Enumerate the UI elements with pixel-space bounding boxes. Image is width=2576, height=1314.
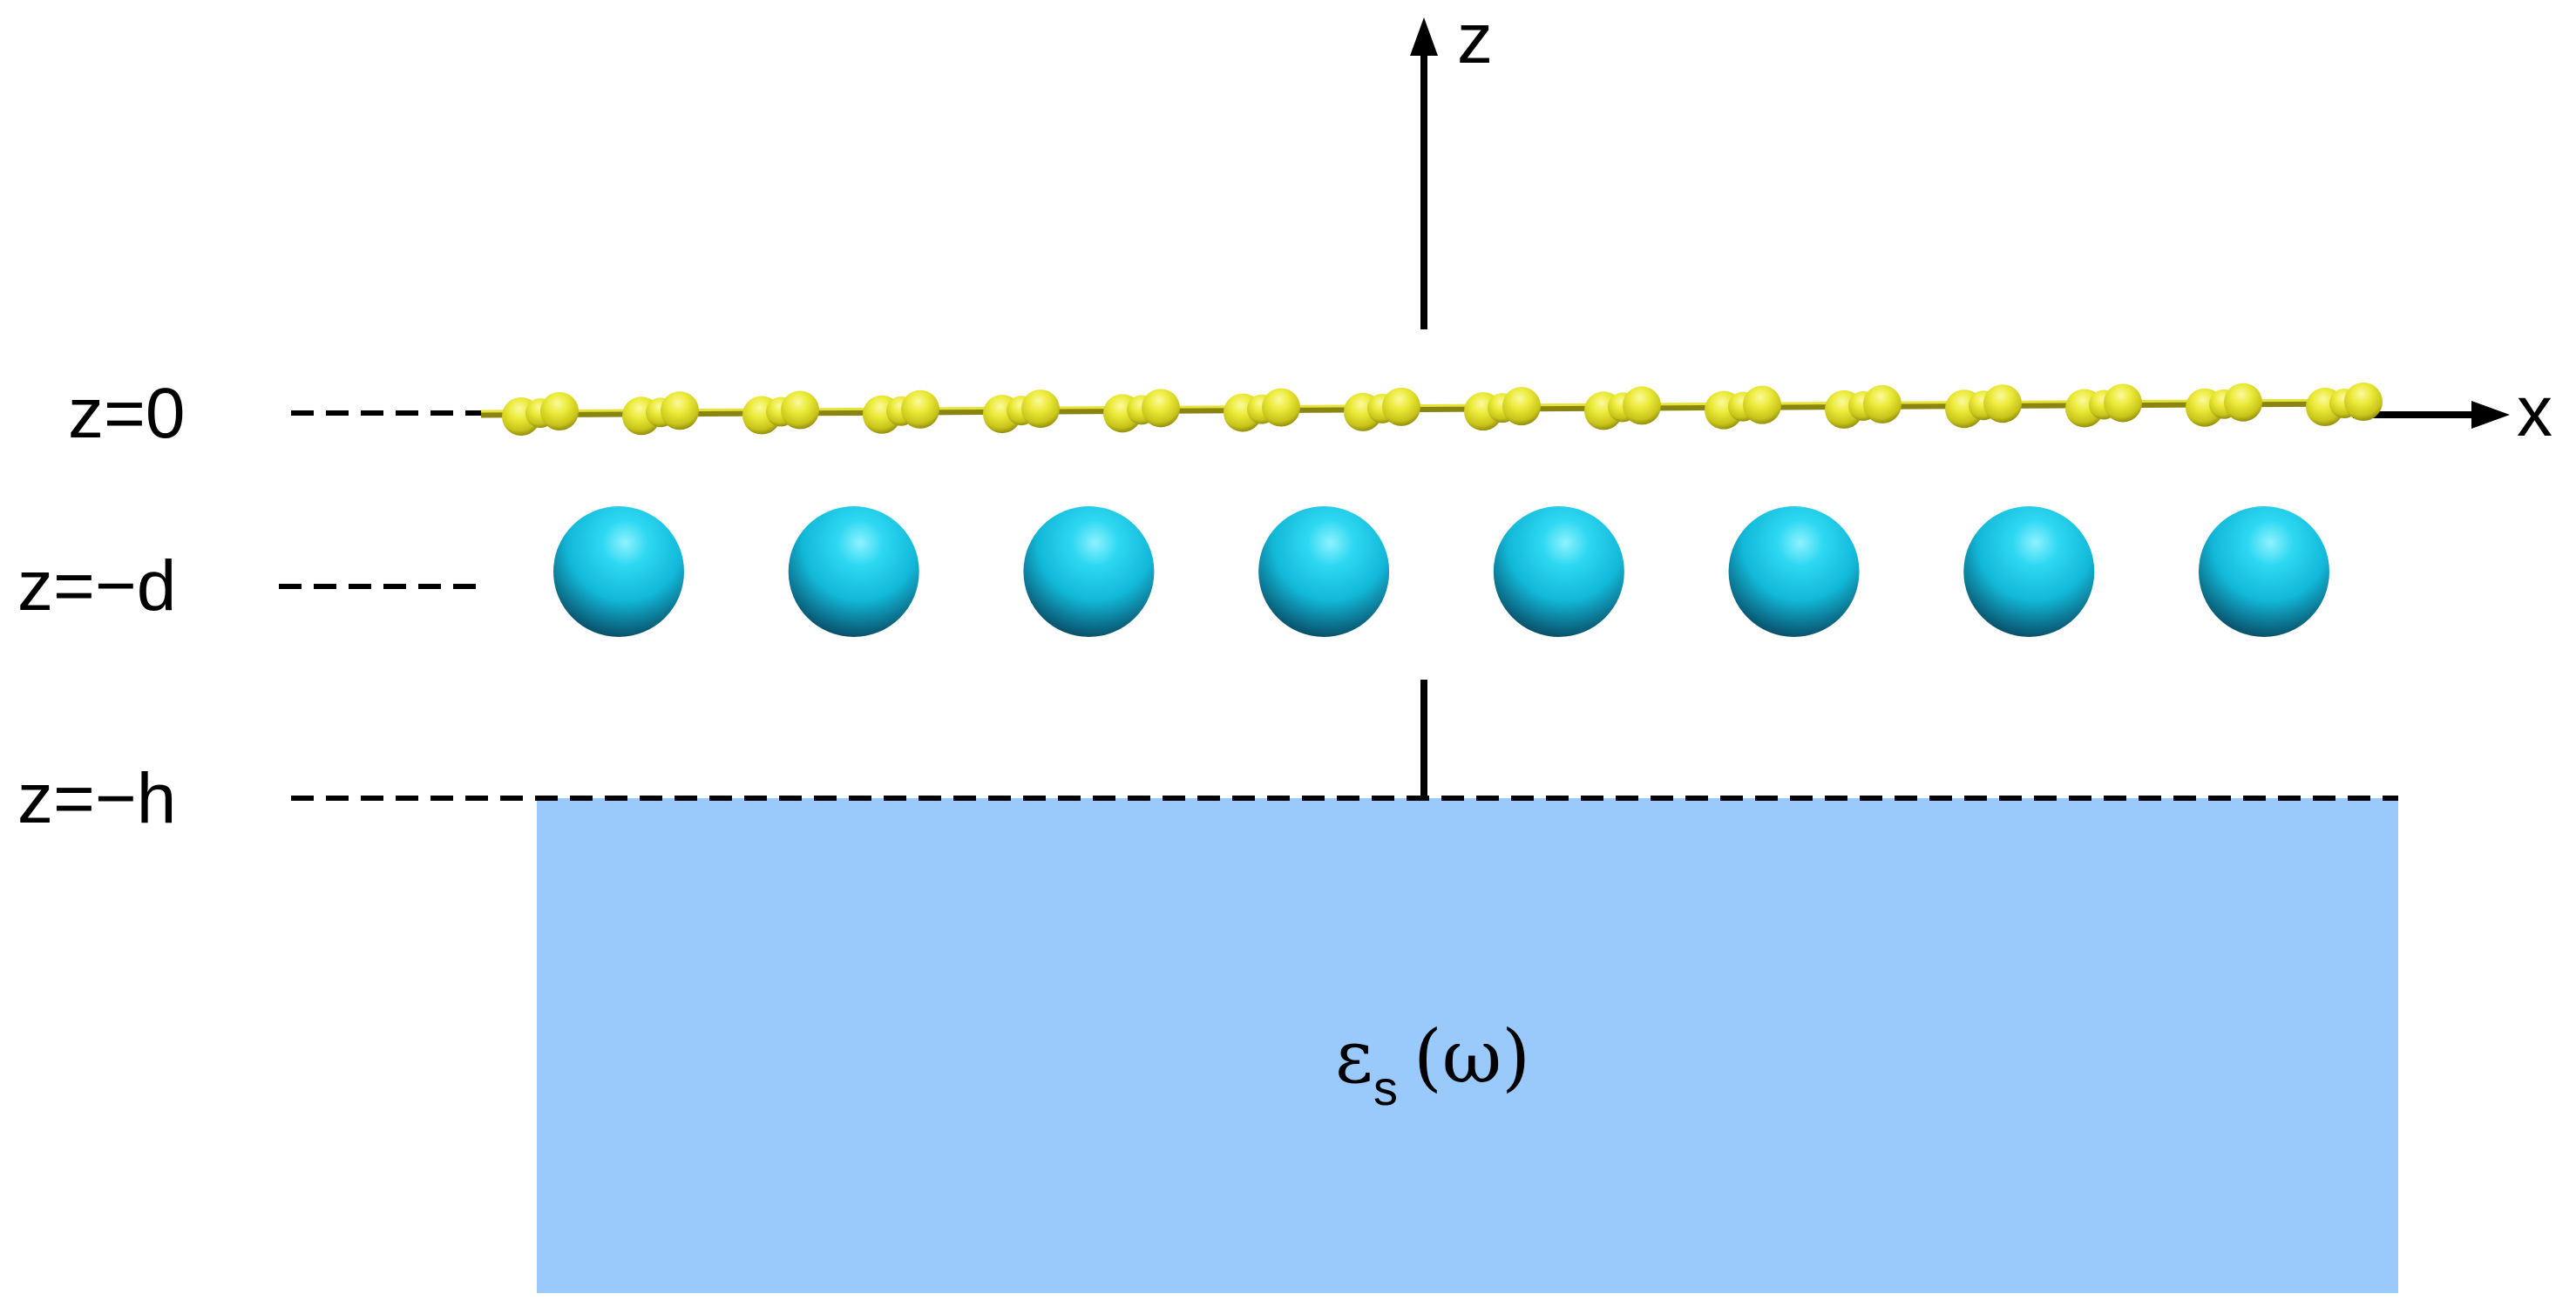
z-axis-arrowhead xyxy=(1410,17,1438,56)
x-axis-label: x xyxy=(2517,372,2552,451)
omega-argument: (ω) xyxy=(1413,1014,1530,1100)
sphere xyxy=(1023,506,1155,637)
atom xyxy=(1382,387,1420,426)
substrate-block xyxy=(537,798,2398,1293)
x-axis-arrowhead xyxy=(2471,401,2510,429)
atom-pair xyxy=(2306,383,2383,426)
atom xyxy=(1863,384,1901,423)
atom xyxy=(1021,389,1060,429)
atom-pair xyxy=(2065,383,2142,428)
atom-pair xyxy=(1464,387,1541,431)
epsilon-subscript: s xyxy=(1373,1060,1398,1115)
atom-pair xyxy=(742,390,819,435)
sphere xyxy=(2199,506,2329,637)
atom xyxy=(1983,384,2022,423)
atom-pair xyxy=(1224,388,1300,432)
sphere xyxy=(788,506,919,637)
atom xyxy=(1262,388,1300,427)
atom xyxy=(901,389,939,429)
z-zero-label: z=0 xyxy=(68,374,186,453)
atom xyxy=(781,390,819,430)
atom xyxy=(1142,389,1180,428)
atom xyxy=(1623,386,1661,425)
sphere xyxy=(1728,506,1860,637)
atom xyxy=(540,392,579,430)
z-minus-d-label: z=−d xyxy=(17,546,176,626)
epsilon-symbol: ε xyxy=(1335,1014,1373,1100)
atom-pair xyxy=(1344,387,1420,431)
sphere-layer xyxy=(553,506,2329,637)
atom-pair xyxy=(1825,384,1901,429)
z-minus-h-label: z=−h xyxy=(17,759,176,838)
atom-pair xyxy=(502,392,579,436)
atom-pair xyxy=(1584,386,1661,430)
z-axis-label: z xyxy=(1457,0,1493,78)
atom-pair xyxy=(863,389,939,434)
atom xyxy=(2104,383,2142,423)
sphere xyxy=(1963,506,2095,637)
sphere xyxy=(1493,506,1624,637)
atom xyxy=(1502,387,1541,426)
atom-pair xyxy=(1103,389,1180,433)
atom-pair xyxy=(622,391,699,436)
atom xyxy=(2224,383,2262,422)
atomic-chain xyxy=(502,383,2383,436)
sphere xyxy=(553,506,684,637)
atom-pair xyxy=(1945,384,2022,429)
atom xyxy=(1743,385,1781,424)
atom xyxy=(2344,383,2383,421)
atom-pair xyxy=(1705,385,1781,430)
atom xyxy=(661,391,699,430)
atom-pair xyxy=(983,389,1060,434)
sphere xyxy=(1258,506,1390,637)
atom-pair xyxy=(2186,383,2262,427)
